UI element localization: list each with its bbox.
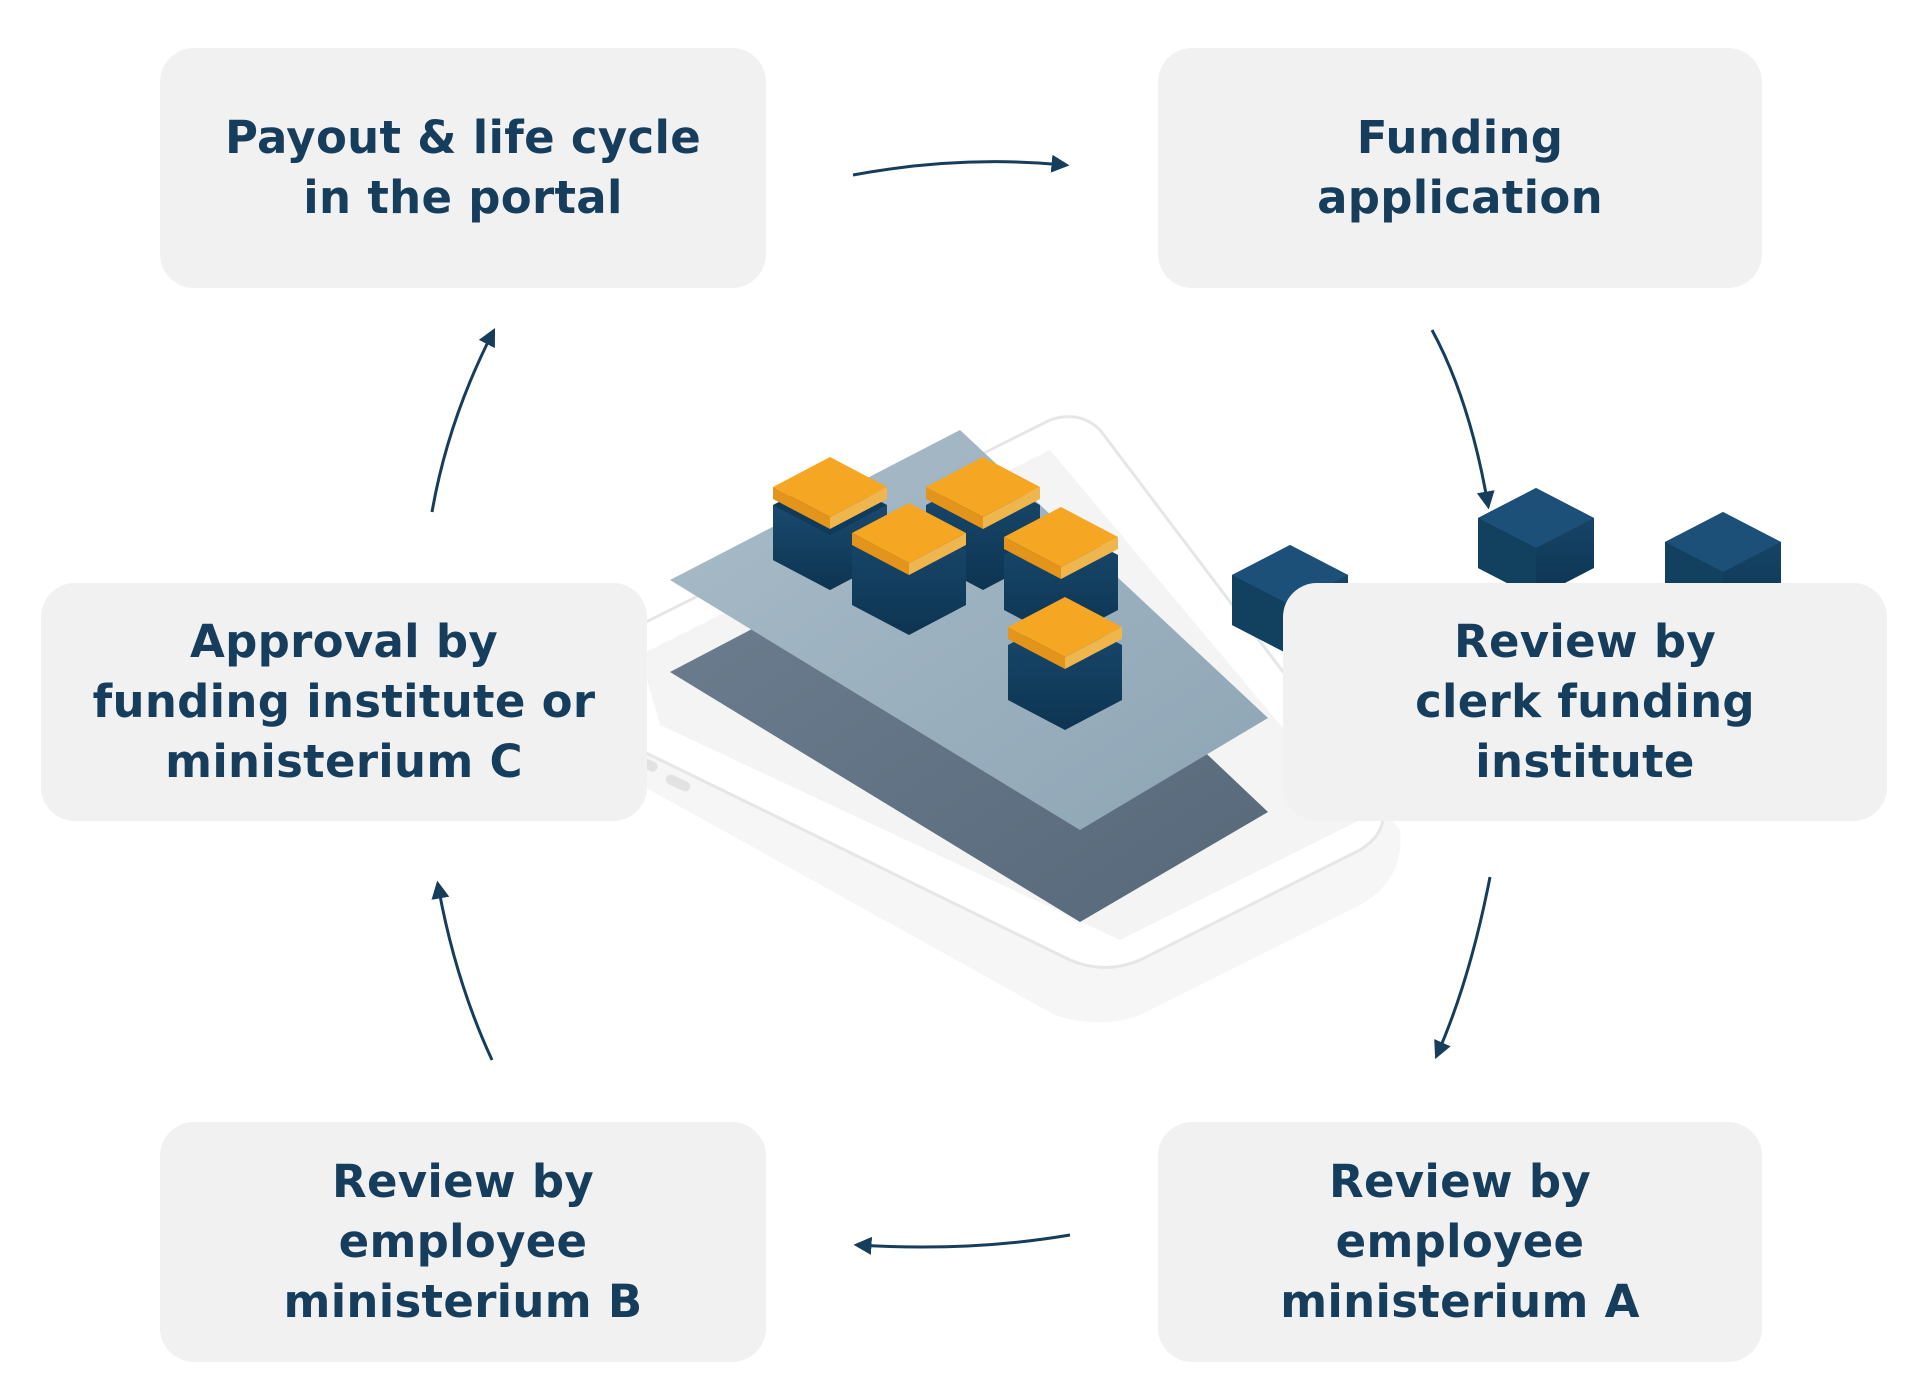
flow-arrow-icon (1430, 329, 1495, 510)
step-label-funding-application: Funding application (1317, 111, 1603, 224)
cube-icon (852, 503, 966, 635)
flow-arrow-icon (430, 327, 496, 513)
flow-arrow-icon (853, 1233, 1071, 1255)
cube-icon (1478, 488, 1594, 598)
step-funding-application: Funding application (1158, 48, 1762, 288)
step-label-review-clerk: Review by clerk funding institute (1415, 615, 1755, 788)
step-review-ministerium-b: Review by employee ministerium B (160, 1122, 766, 1362)
step-review-clerk: Review by clerk funding institute (1283, 583, 1887, 821)
step-approval: Approval by funding institute or ministe… (41, 583, 647, 821)
step-label-approval: Approval by funding institute or ministe… (92, 615, 596, 788)
flow-arrow-icon (431, 880, 494, 1061)
step-review-ministerium-a: Review by employee ministerium A (1158, 1122, 1762, 1362)
flow-arrow-icon (852, 154, 1070, 177)
cube-icon (1008, 597, 1122, 730)
step-payout: Payout & life cycle in the portal (160, 48, 766, 288)
step-label-review-ministerium-a: Review by employee ministerium A (1280, 1155, 1640, 1328)
step-label-payout: Payout & life cycle in the portal (224, 111, 702, 224)
flow-arrow-icon (1434, 876, 1492, 1060)
step-label-review-ministerium-b: Review by employee ministerium B (283, 1155, 643, 1328)
